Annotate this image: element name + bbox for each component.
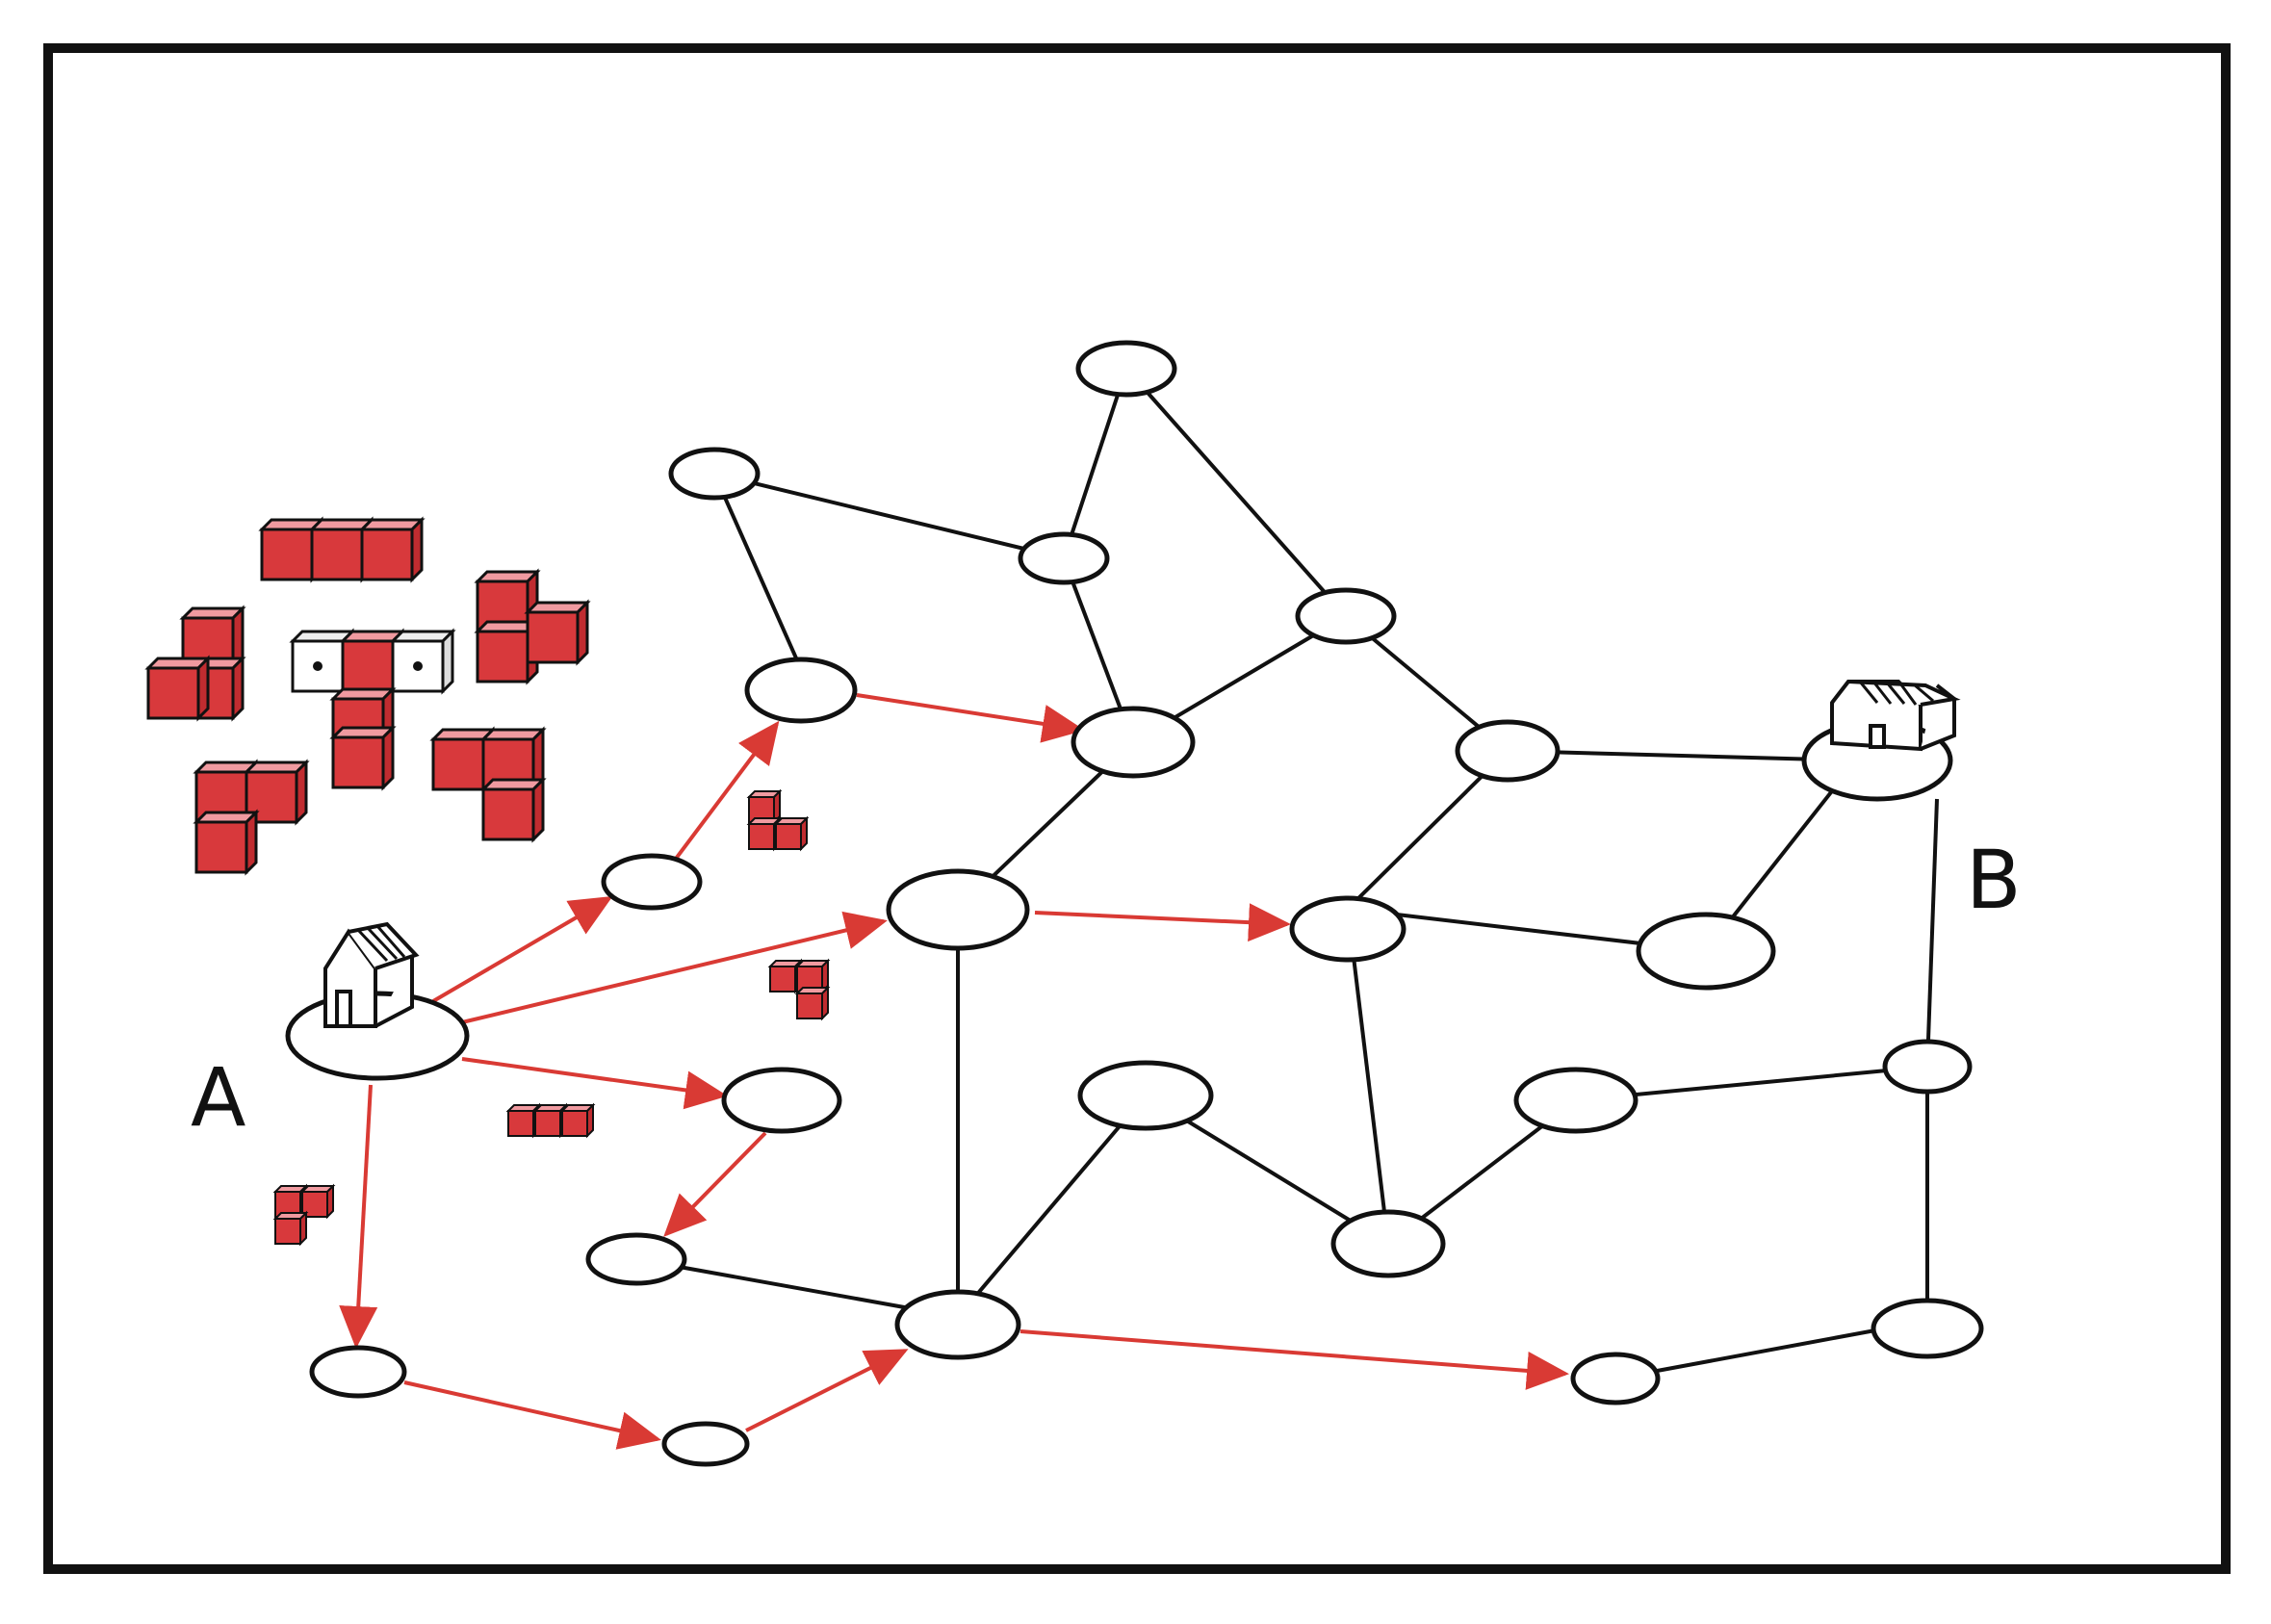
start-label: A — [191, 1050, 246, 1145]
node — [721, 1067, 842, 1134]
node — [886, 868, 1030, 951]
tetromino-block-icon — [274, 1185, 334, 1245]
node — [1330, 1209, 1446, 1278]
node — [1871, 1298, 1984, 1359]
node — [1882, 1039, 1973, 1095]
tetromino-block-icon — [194, 760, 308, 874]
node — [1075, 340, 1177, 398]
tetromino-block-icon — [507, 1104, 594, 1137]
node — [1636, 912, 1776, 991]
house-icon — [323, 921, 420, 1028]
end-label: B — [1966, 833, 2022, 927]
node — [894, 1289, 1021, 1360]
end-node-b — [1801, 679, 1961, 802]
network-nodes — [309, 340, 1984, 1467]
node — [1295, 587, 1397, 645]
tetromino-block-icon — [291, 630, 454, 789]
node — [1018, 531, 1110, 585]
tetromino-block-icon — [769, 960, 829, 1019]
node — [1071, 706, 1196, 779]
node — [744, 657, 858, 724]
tetromino-block-icon — [146, 606, 245, 720]
node — [1289, 895, 1406, 963]
path-arrows — [339, 693, 1569, 1450]
tetromino-block-icon — [431, 728, 545, 841]
network-edges — [635, 367, 1939, 1380]
node — [585, 1232, 687, 1286]
node — [601, 853, 703, 911]
tetromino-block-icon — [748, 790, 808, 850]
node — [309, 1345, 407, 1399]
node — [1570, 1352, 1661, 1405]
tetromino-block-icon — [260, 518, 424, 581]
node — [1077, 1060, 1214, 1131]
node — [1513, 1067, 1639, 1134]
tetromino-block-icon — [476, 570, 589, 683]
border-frame — [43, 43, 2231, 1574]
node — [661, 1421, 750, 1467]
tetromino-pieces — [146, 518, 589, 874]
node — [668, 447, 761, 501]
node — [1455, 719, 1561, 783]
house-icon — [1830, 679, 1961, 752]
start-node-a — [285, 921, 470, 1081]
